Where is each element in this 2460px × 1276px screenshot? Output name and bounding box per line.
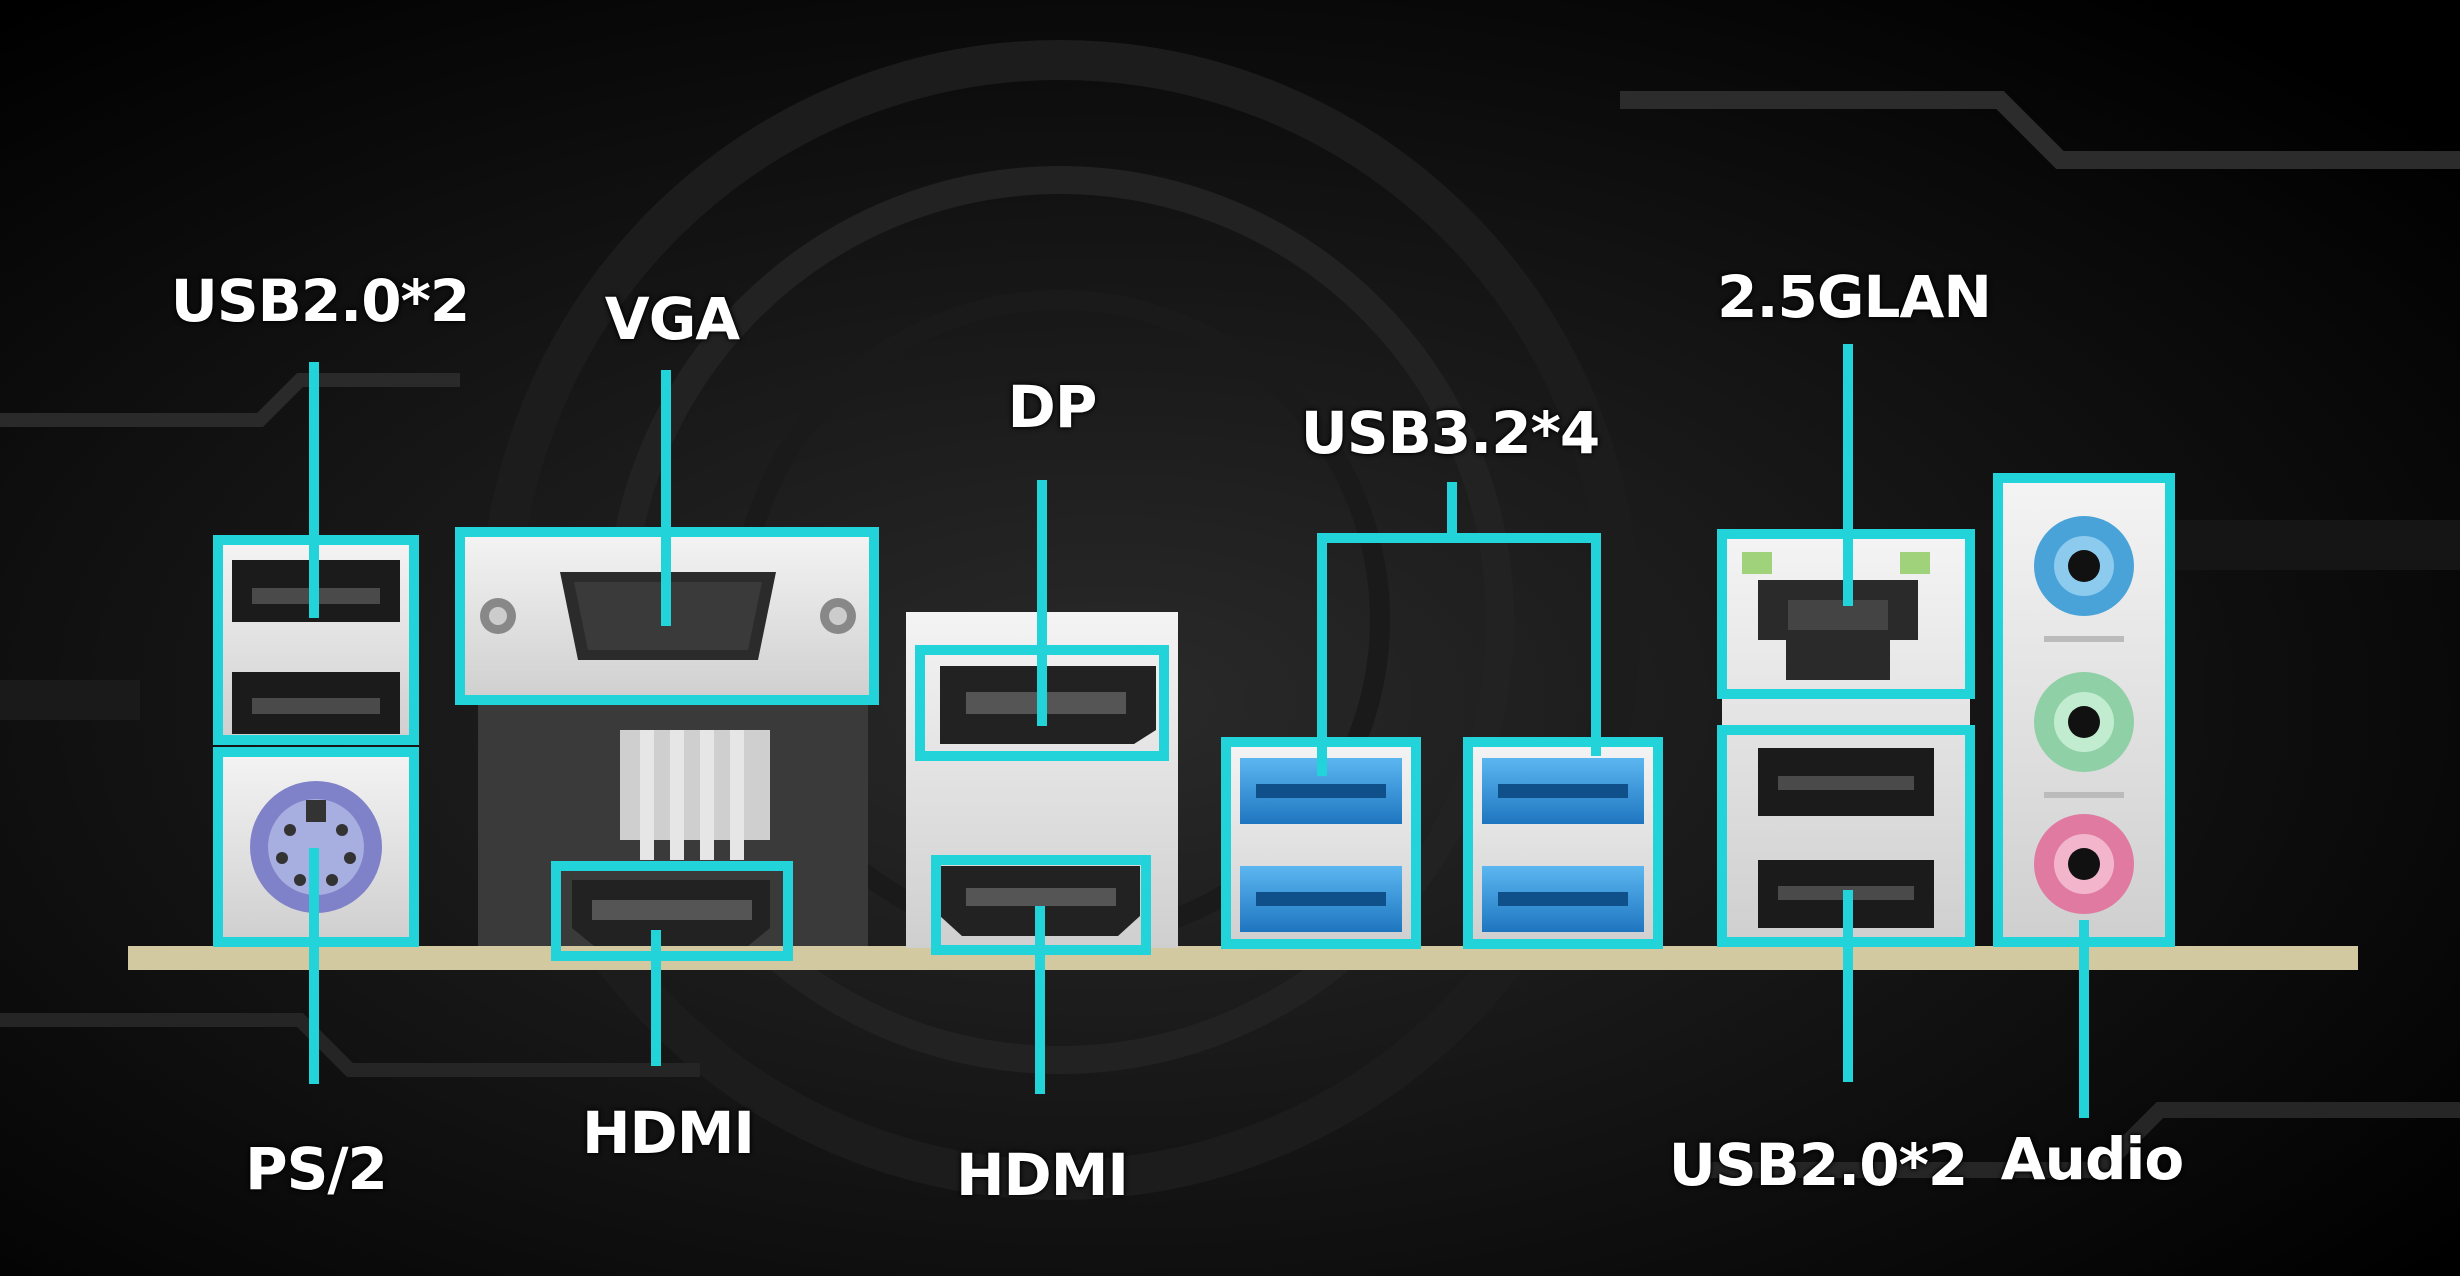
frame-usb32-b [1463,737,1663,949]
label-usb20-top: USB2.0*2 [170,267,471,335]
leader-lines [309,344,2089,1118]
label-usb32: USB3.2*4 [1300,399,1601,467]
label-dp: DP [1007,373,1098,441]
hdmi-port-1-housing [478,700,868,946]
pcb-board [128,946,2358,970]
label-usb20-bottom: USB2.0*2 [1668,1131,1969,1199]
label-vga: VGA [604,285,740,353]
label-ps2: PS/2 [245,1135,388,1203]
frame-hdmi-1 [551,861,793,961]
label-hdmi-1: HDMI [582,1099,755,1167]
audio-jacks [1998,478,2170,942]
dp-hdmi-block [906,612,1178,948]
vga-port [460,532,874,700]
label-glan: 2.5GLAN [1717,263,1992,331]
label-hdmi-2: HDMI [956,1141,1129,1209]
label-audio: Audio [2000,1125,2184,1193]
